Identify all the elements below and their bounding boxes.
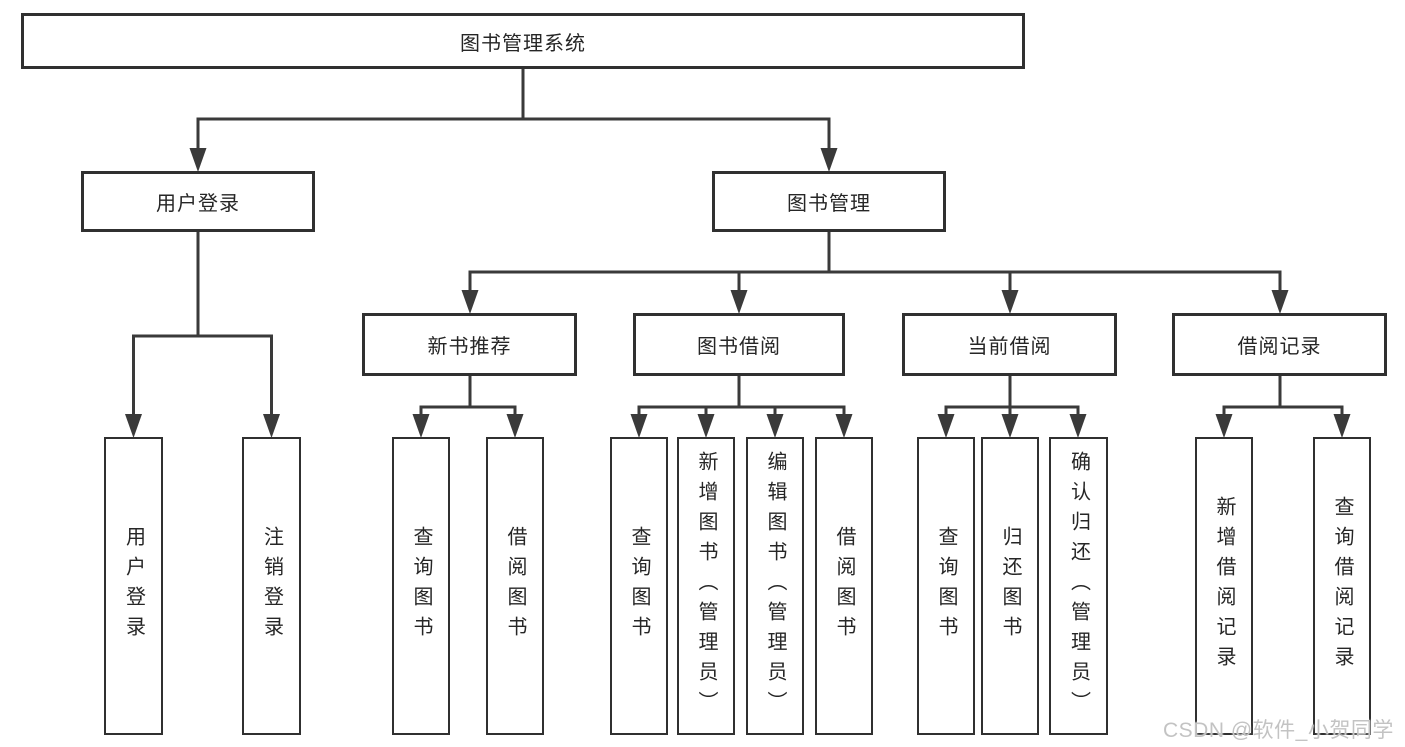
node-query-books-current: 查询图书 xyxy=(917,437,975,735)
arrowheads xyxy=(125,148,1351,438)
node-edit-books-admin: 编辑图书（管理员） xyxy=(746,437,804,735)
node-query-borrow-record: 查询借阅记录 xyxy=(1313,437,1371,735)
node-user-login: 用户登录 xyxy=(81,171,315,232)
node-query-books-newbook: 查询图书 xyxy=(392,437,450,735)
node-logout: 注销登录 xyxy=(242,437,301,735)
node-return-books: 归还图书 xyxy=(981,437,1039,735)
node-add-books-admin: 新增图书（管理员） xyxy=(677,437,735,735)
node-borrow-books: 借阅图书 xyxy=(815,437,873,735)
node-new-book-recommend: 新书推荐 xyxy=(362,313,577,376)
node-borrow-records: 借阅记录 xyxy=(1172,313,1387,376)
node-login: 用户登录 xyxy=(104,437,163,735)
node-add-borrow-record: 新增借阅记录 xyxy=(1195,437,1253,735)
node-book-management: 图书管理 xyxy=(712,171,946,232)
node-borrow-books-newbook: 借阅图书 xyxy=(486,437,544,735)
node-library-system: 图书管理系统 xyxy=(21,13,1025,69)
node-query-books-borrow: 查询图书 xyxy=(610,437,668,735)
node-book-borrow: 图书借阅 xyxy=(633,313,845,376)
node-confirm-return-admin: 确认归还（管理员） xyxy=(1049,437,1108,735)
node-current-borrow: 当前借阅 xyxy=(902,313,1117,376)
